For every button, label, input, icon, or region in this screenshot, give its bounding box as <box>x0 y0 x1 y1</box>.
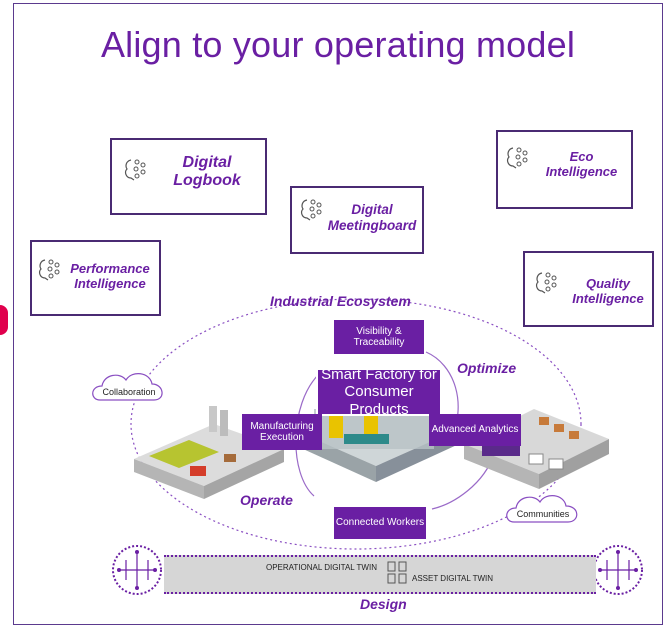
tile-label-line2: Meetingboard <box>327 217 417 233</box>
tile-label-line2: Intelligence <box>572 290 644 306</box>
visibility-traceability-box: Visibility & Traceability <box>334 320 424 354</box>
box-line2: Traceability <box>353 337 405 348</box>
box-line1: Visibility & <box>356 325 402 337</box>
operational-twin-label: OPERATIONAL DIGITAL TWIN <box>266 563 377 572</box>
slide-frame: Align to your operating model Digital Lo… <box>13 3 663 625</box>
box-line2: Consumer Products <box>344 383 414 418</box>
advanced-analytics-box: Advanced Analytics <box>429 414 521 446</box>
communities-cloud <box>506 495 578 523</box>
communities-label: Communities <box>516 509 570 519</box>
tile-label-line1: Digital <box>182 154 232 171</box>
box-line1: Smart Factory for <box>321 366 437 384</box>
ecosystem-ring <box>130 298 582 550</box>
tile-label-line1: Performance <box>70 261 150 276</box>
digital-twin-bar: OPERATIONAL DIGITAL TWIN ASSET DIGITAL T… <box>164 555 596 594</box>
operate-label: Operate <box>240 492 293 508</box>
brain-network-icon <box>536 272 557 294</box>
smart-factory-box: Smart Factory for Consumer Products <box>316 366 442 418</box>
tile-label-line2: Intelligence <box>74 275 146 291</box>
tile-label-line1: Quality <box>585 276 631 291</box>
tile-label-line1: Eco <box>569 149 594 164</box>
slide-title: Align to your operating model <box>100 24 576 65</box>
brain-network-icon <box>507 147 528 169</box>
box-line1: Manufacturing <box>250 420 314 432</box>
manufacturing-execution-box: Manufacturing Execution <box>242 414 322 450</box>
design-label: Design <box>360 596 407 612</box>
left-circuit-badge <box>112 545 162 595</box>
tile-quality-intelligence: Quality Intelligence <box>523 251 654 327</box>
tile-label-line1: Digital <box>351 202 393 217</box>
tile-digital-meetingboard: Digital Meetingboard <box>290 186 424 254</box>
tile-eco-intelligence: Eco Intelligence <box>496 130 633 209</box>
tile-digital-logbook: Digital Logbook <box>110 138 267 215</box>
connected-workers-box: Connected Workers <box>334 507 426 539</box>
brain-network-icon <box>39 259 60 281</box>
box-line2: Execution <box>260 432 304 443</box>
tile-label-line2: Intelligence <box>545 163 618 179</box>
optimize-label: Optimize <box>457 360 517 376</box>
asset-twin-label: ASSET DIGITAL TWIN <box>412 574 494 583</box>
tile-performance-intelligence: Performance Intelligence <box>30 240 161 316</box>
server-icon <box>387 561 407 584</box>
brain-network-icon <box>301 199 322 221</box>
industrial-ecosystem-label: Industrial Ecosystem <box>270 293 411 309</box>
collaboration-label: Collaboration <box>102 387 156 397</box>
tile-label-line2: Logbook <box>173 172 241 190</box>
right-circuit-badge <box>593 545 643 595</box>
left-edge-accent <box>0 305 8 335</box>
brain-network-icon <box>125 159 146 181</box>
collaboration-cloud <box>92 373 163 401</box>
